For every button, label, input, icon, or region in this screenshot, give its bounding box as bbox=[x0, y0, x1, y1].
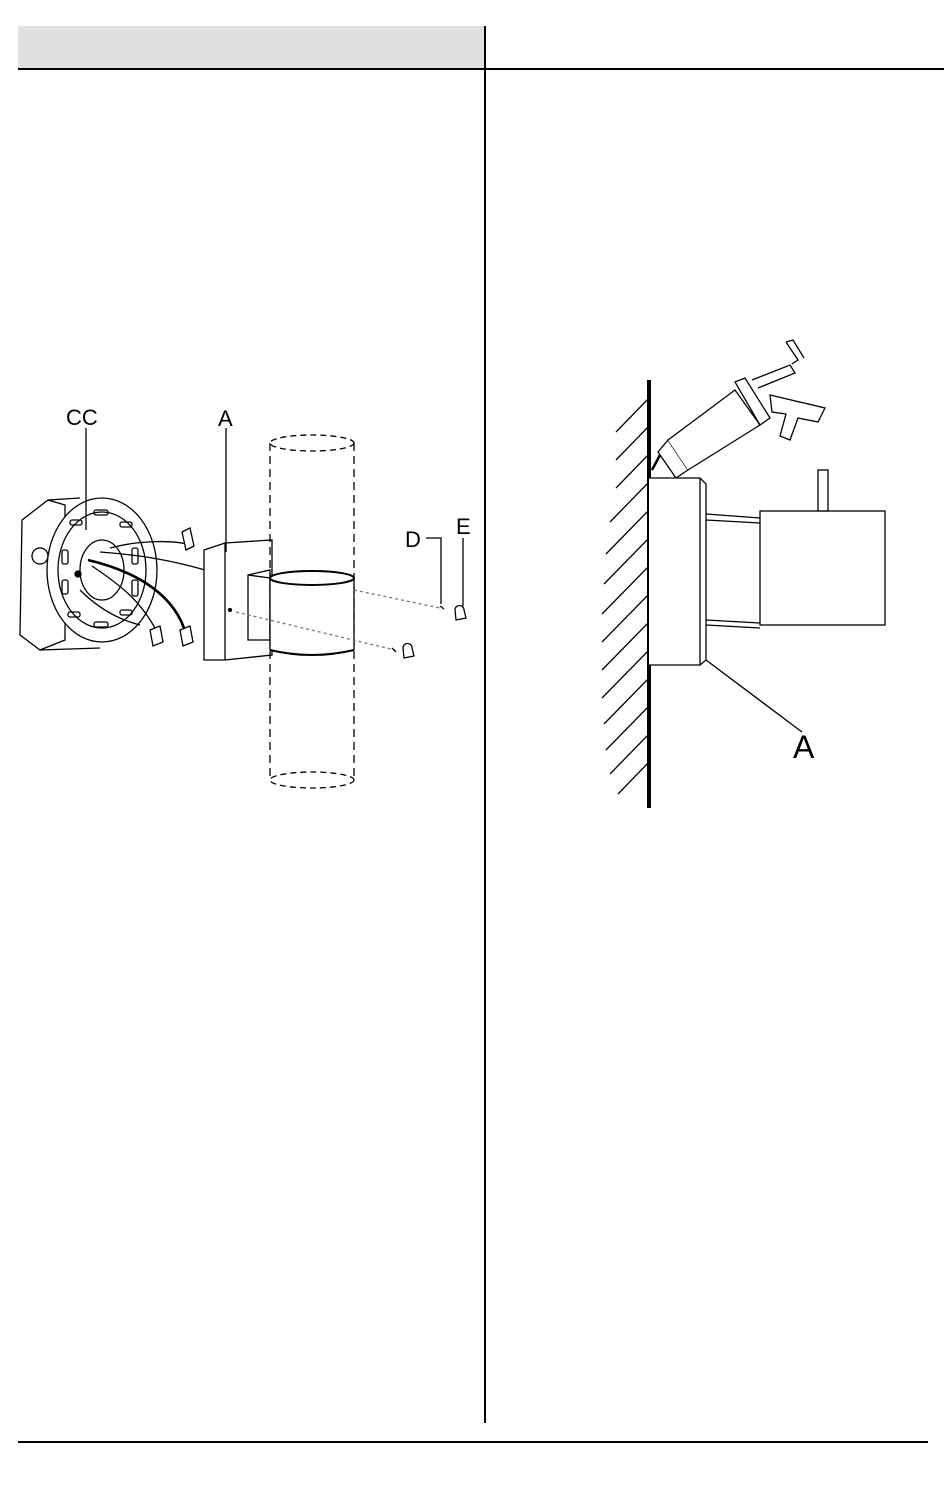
cap-nuts-icon bbox=[403, 606, 466, 659]
label-cc: CC bbox=[66, 405, 98, 430]
caulk-gun-icon bbox=[652, 340, 825, 478]
header-rule bbox=[18, 68, 944, 70]
footer-rule bbox=[18, 1441, 928, 1443]
mounting-bracket-icon bbox=[47, 498, 157, 642]
wire-nuts-icon bbox=[150, 528, 194, 646]
installation-figure-right: A bbox=[486, 330, 950, 820]
fixture-side-view-icon bbox=[649, 470, 885, 732]
label-d: D bbox=[405, 527, 421, 552]
section-header-left bbox=[18, 26, 485, 69]
wall-hatching-icon bbox=[602, 380, 649, 808]
label-e: E bbox=[456, 514, 471, 539]
label-a: A bbox=[218, 406, 233, 431]
label-a-right: A bbox=[793, 729, 815, 765]
installation-figure-left: CC A D E bbox=[0, 380, 485, 800]
